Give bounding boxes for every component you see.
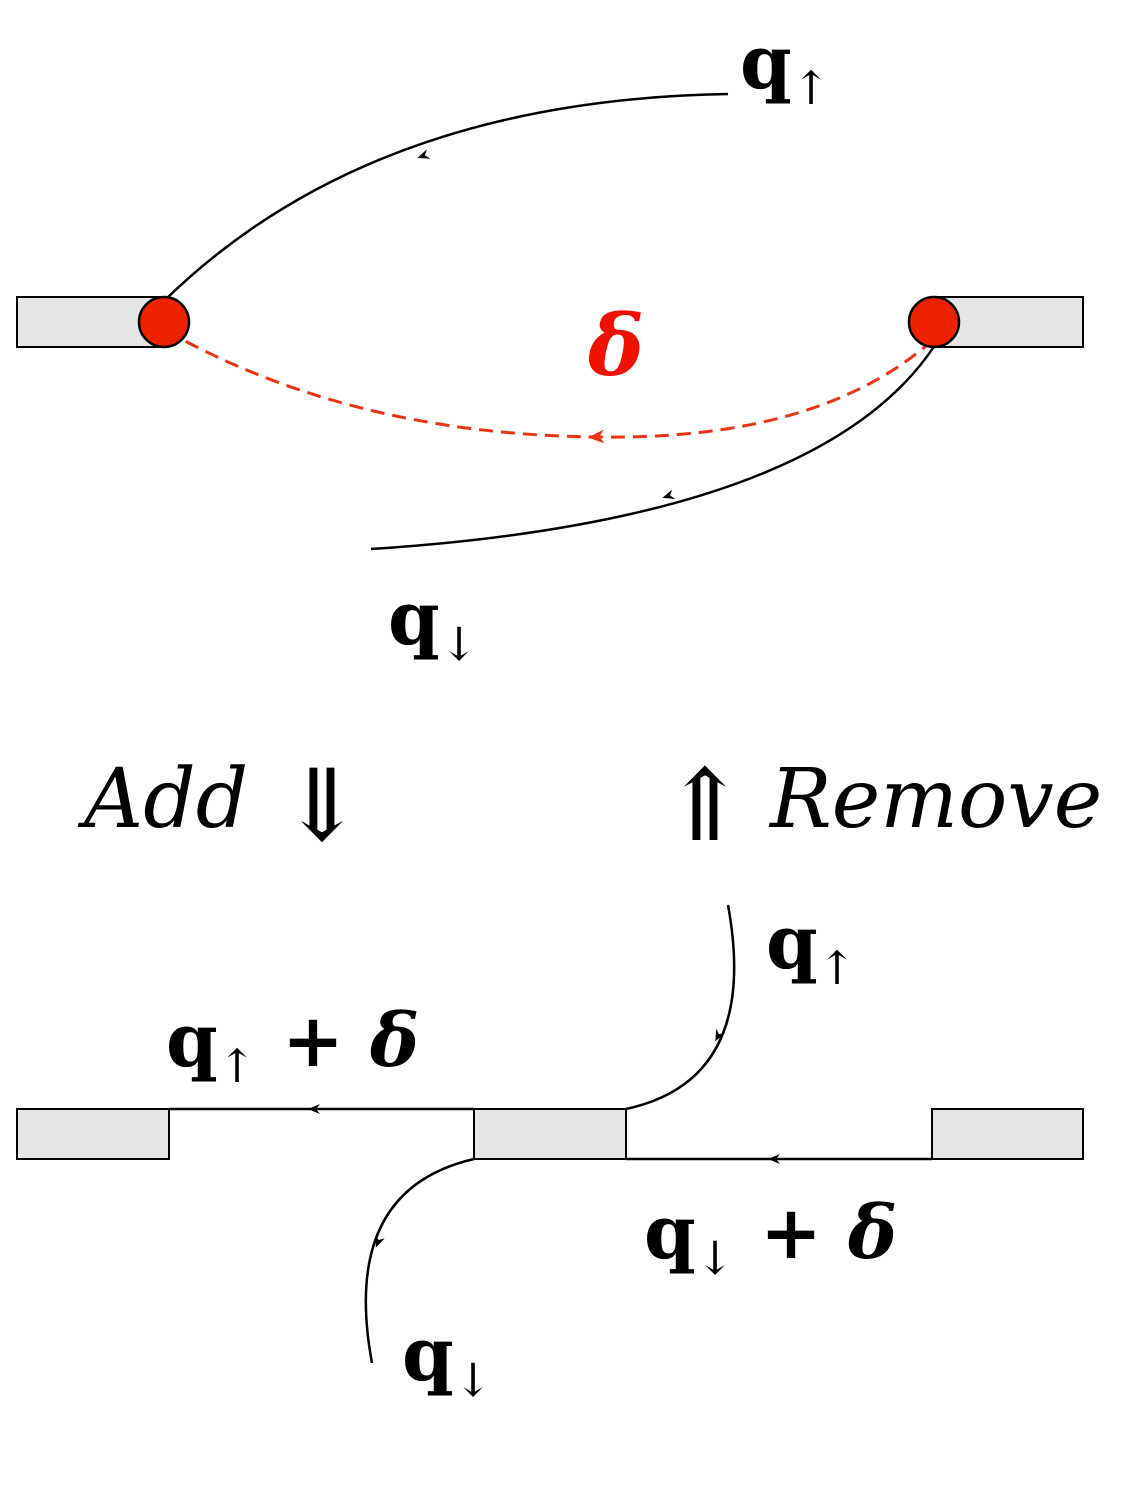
bottom-q-up-label: q↑ [766,900,856,995]
top-q-down-label: q↓ [388,576,478,671]
delta-dashed-line [164,328,934,439]
remove-text: Remove [768,752,1102,847]
remove-arrow: ⇑ [663,747,747,864]
bottom-q-down-plus-delta-label: q↓ + δ [644,1190,897,1285]
right-vertex [907,295,961,349]
bottom-q-up-curve [625,904,736,1111]
top-q-up-line [164,92,729,301]
top-q-up-label: q↑ [740,20,830,115]
bottom-right-box [931,1108,1084,1160]
add-text: Add [77,752,248,847]
bottom-left-box [16,1108,170,1160]
add-arrow: ⇓ [280,747,364,864]
left-vertex [137,295,191,349]
bottom-q-up-plus-delta-label: q↑ + δ [166,998,419,1093]
top-q-down-arrow [662,489,676,499]
bottom-middle-box [473,1108,627,1160]
bottom-q-down-curve [364,1157,475,1364]
bottom-q-down-label: q↓ [402,1312,492,1407]
top-q-up-arrow [417,149,431,159]
delta-label: δ [587,296,644,395]
top-q-down-line [370,344,937,551]
